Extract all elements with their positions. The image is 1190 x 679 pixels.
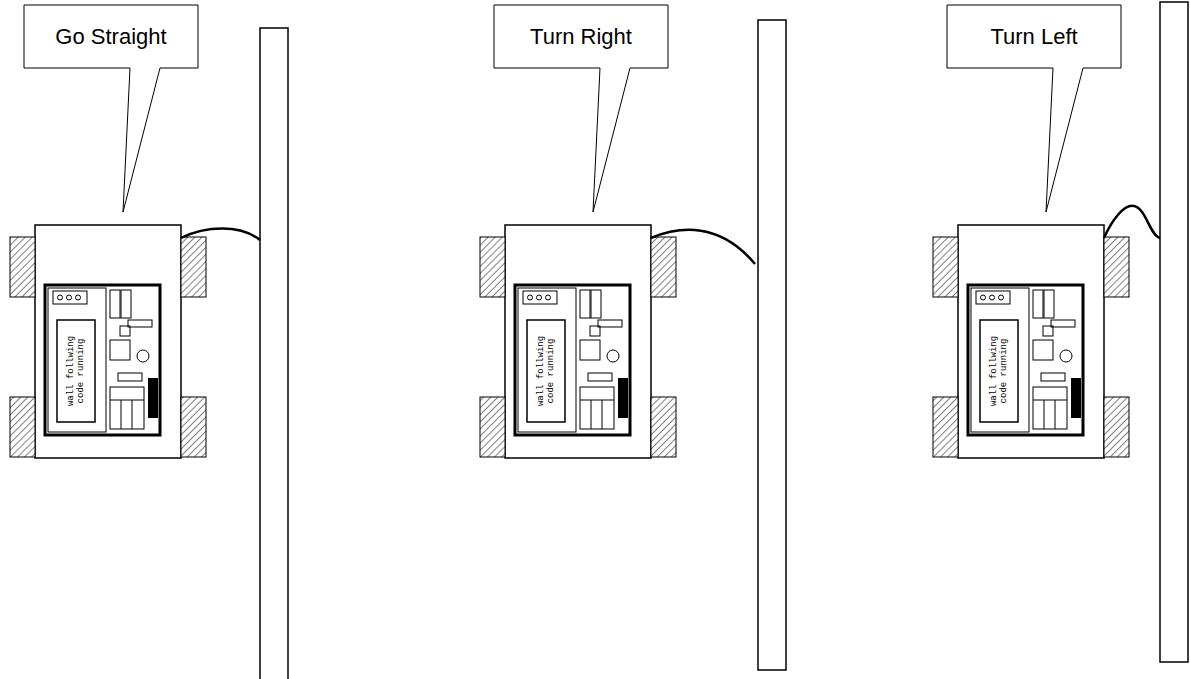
callout-text: Turn Right [530, 24, 632, 50]
lcd-screen: wall follwing code running [527, 320, 565, 422]
lcd-text: wall follwing code running [529, 323, 563, 419]
callout-text: Go Straight [55, 24, 166, 50]
speech-callout: Turn Left [947, 5, 1121, 68]
callout-text: Turn Left [990, 24, 1077, 50]
speech-callout: Turn Right [494, 5, 668, 68]
lcd-screen: wall follwing code running [980, 320, 1018, 422]
lcd-text: wall follwing code running [59, 323, 93, 419]
lcd-text: wall follwing code running [982, 323, 1016, 419]
lcd-screen: wall follwing code running [57, 320, 95, 422]
speech-callout: Go Straight [24, 5, 198, 68]
